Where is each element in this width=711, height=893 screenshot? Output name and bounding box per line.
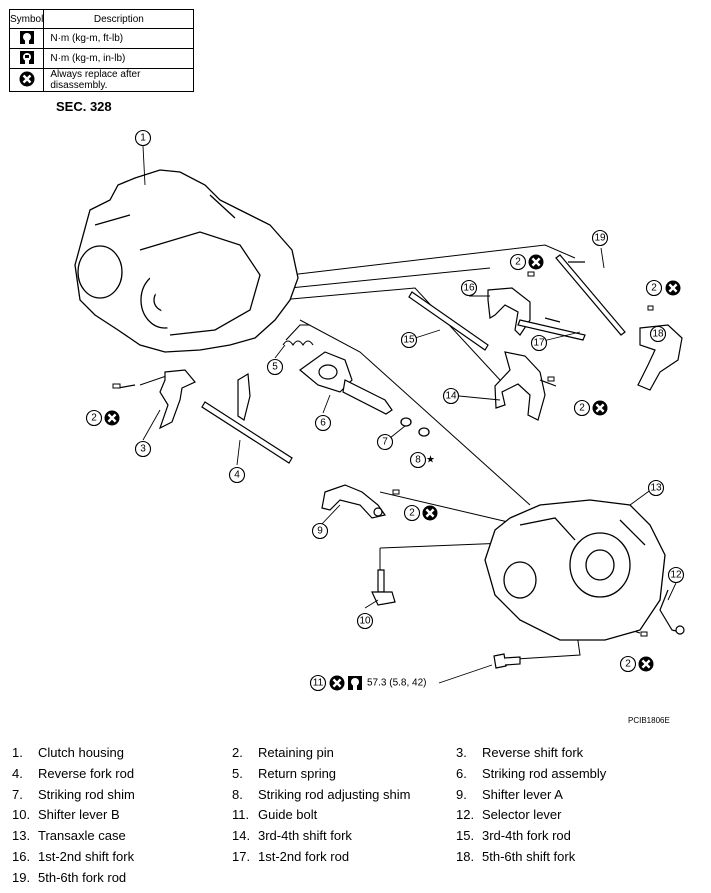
callout-13: 13 (650, 483, 662, 494)
exploded-view-diagram: 1 19 16 17 15 5 6 3 4 7 14 9 10 13 12 18… (74, 129, 685, 692)
parts-row: 19.5th-6th fork rod (0, 870, 711, 890)
list-item: 6.Striking rod assembly (456, 766, 607, 781)
legend-row: Always replace after disassembly. (8, 68, 195, 92)
reverse-fork-rod (201, 372, 293, 464)
list-item: 8.Striking rod adjusting shim (232, 787, 411, 802)
callout-10: 10 (359, 616, 371, 627)
legend-text: Always replace after disassembly. (43, 68, 195, 92)
legend-row: N·m (kg-m, ft-lb) (8, 28, 195, 49)
striking-rod-shims (400, 417, 430, 437)
list-item: 17.1st-2nd fork rod (232, 849, 350, 864)
symbol-legend: Symbol Description N·m (kg-m, ft-lb) N·m… (8, 9, 195, 92)
list-item: 15.3rd-4th fork rod (456, 828, 571, 843)
callout-17: 17 (533, 338, 545, 349)
list-item: 12.Selector lever (456, 807, 562, 822)
callout-15: 15 (403, 335, 415, 346)
callout-14: 14 (445, 391, 457, 402)
figure-code: PCIB1806E (628, 716, 670, 725)
list-item: 19.5th-6th fork rod (12, 870, 127, 885)
callout-6: 6 (320, 418, 326, 429)
return-spring (282, 324, 314, 347)
5th-6th-shift-fork (637, 324, 683, 391)
selective-part-star: ★ (426, 455, 435, 466)
list-item: 13.Transaxle case (12, 828, 126, 843)
callout-9: 9 (317, 526, 323, 537)
torque-wrench-icon (348, 676, 362, 690)
list-item: 11.Guide bolt (232, 807, 318, 822)
shifter-lever-a (321, 484, 387, 519)
striking-rod-assembly (299, 351, 393, 415)
selector-lever (659, 589, 685, 635)
parts-row: 10.Shifter lever B 11.Guide bolt 12.Sele… (0, 807, 711, 827)
torque-spec: 57.3 (5.8, 42) (367, 678, 426, 689)
retaining-pins (112, 271, 654, 637)
list-item: 4.Reverse fork rod (12, 766, 135, 781)
callout-2: 2 (651, 283, 657, 294)
reverse-shift-fork (117, 369, 196, 430)
callout-2: 2 (579, 403, 585, 414)
callout-18: 18 (652, 329, 664, 340)
list-item: 3.Reverse shift fork (456, 745, 584, 760)
parts-row: 13.Transaxle case 14.3rd-4th shift fork … (0, 828, 711, 848)
3rd-4th-shift-fork (494, 351, 557, 421)
1st-2nd-fork-rod (517, 317, 586, 341)
callout-2: 2 (91, 413, 97, 424)
shifter-lever-b (371, 569, 396, 606)
list-item: 14.3rd-4th shift fork (232, 828, 352, 843)
list-item: 7.Striking rod shim (12, 787, 135, 802)
callout-2: 2 (515, 257, 521, 268)
callout-2: 2 (625, 659, 631, 670)
list-item: 5.Return spring (232, 766, 337, 781)
parts-row: 1.Clutch housing 2.Retaining pin 3.Rever… (0, 745, 711, 765)
callout-3: 3 (140, 444, 146, 455)
list-item: 9.Shifter lever A (456, 787, 563, 802)
callout-11: 11 (313, 678, 324, 689)
callout-19: 19 (594, 233, 606, 244)
callout-7: 7 (382, 437, 388, 448)
clutch-housing (74, 169, 299, 353)
callouts: 1 19 16 17 15 5 6 3 4 7 14 9 10 13 12 18… (85, 129, 685, 692)
callout-2: 2 (409, 508, 415, 519)
list-item: 18.5th-6th shift fork (456, 849, 576, 864)
3rd-4th-fork-rod (408, 291, 489, 351)
parts-row: 16.1st-2nd shift fork 17.1st-2nd fork ro… (0, 849, 711, 869)
list-item: 2.Retaining pin (232, 745, 334, 760)
callout-5: 5 (272, 362, 278, 373)
callout-4: 4 (234, 470, 240, 481)
list-item: 16.1st-2nd shift fork (12, 849, 135, 864)
callout-1: 1 (140, 133, 146, 144)
callout-8: 8 (415, 455, 421, 466)
callout-16: 16 (463, 283, 475, 294)
guide-bolt (493, 653, 521, 669)
1st-2nd-shift-fork (487, 287, 531, 336)
replace-x-icon (19, 71, 35, 86)
parts-row: 7.Striking rod shim 8.Striking rod adjus… (0, 787, 711, 807)
torque-wrench-icon (19, 30, 34, 45)
list-item: 1.Clutch housing (12, 745, 124, 760)
section-number: SEC. 328 (56, 99, 112, 114)
5th-6th-fork-rod (555, 254, 626, 336)
parts-row: 4.Reverse fork rod 5.Return spring 6.Str… (0, 766, 711, 786)
callout-12: 12 (670, 570, 682, 581)
list-item: 10.Shifter lever B (12, 807, 120, 822)
torque-wrench-small-icon (19, 50, 34, 65)
transaxle-case (484, 499, 666, 641)
